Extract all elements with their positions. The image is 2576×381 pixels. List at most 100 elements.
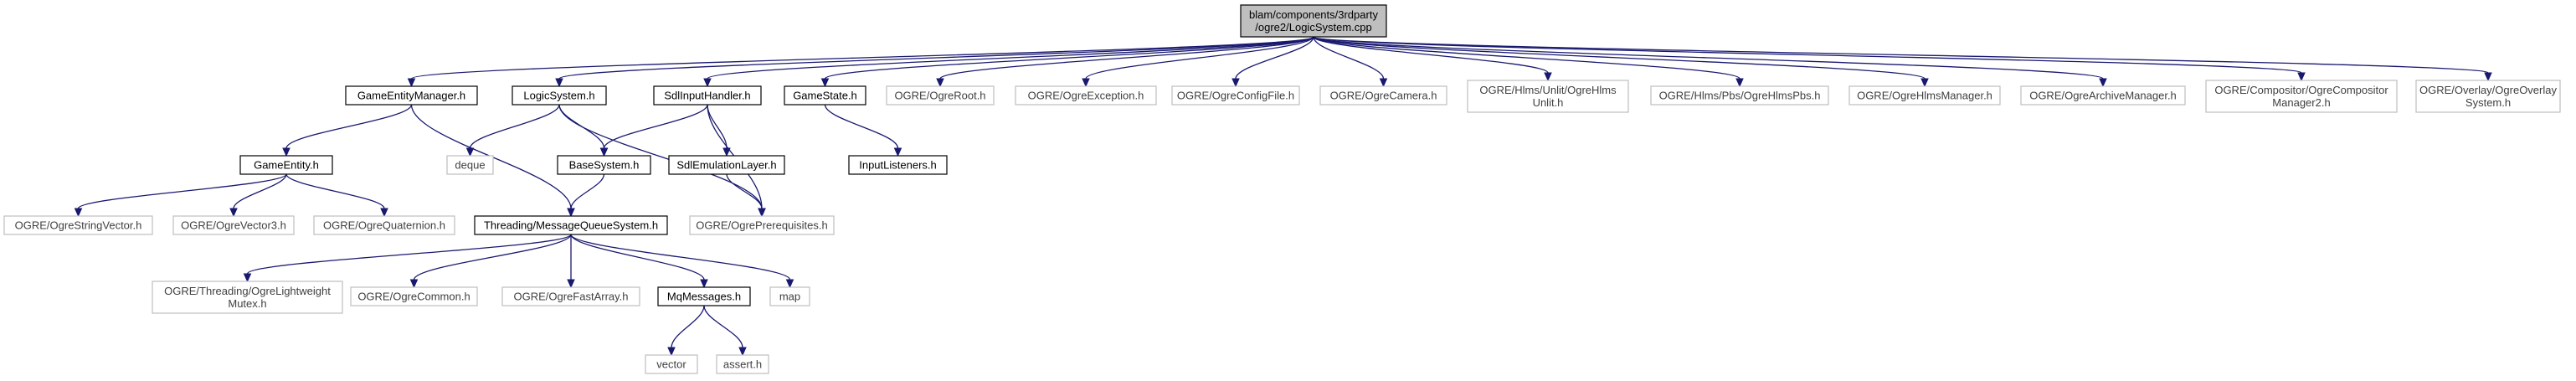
node-cam[interactable]: OGRE/OgreCamera.h (1319, 85, 1447, 106)
node-prereq[interactable]: OGRE/OgrePrerequisites.h (689, 215, 835, 235)
arrowhead-mqm-to-assert (738, 347, 747, 357)
node-vector[interactable]: vector (645, 354, 698, 374)
node-label: OGRE/Compositor/OgreCompositor (2214, 84, 2388, 96)
node-label: SdlEmulationLayer.h (676, 159, 776, 172)
edge-root-to-unlit (1313, 36, 1549, 74)
node-label: OGRE/OgreConfigFile.h (1177, 90, 1294, 102)
arrowhead-root-to-unlit (1544, 72, 1552, 82)
node-pbs[interactable]: OGRE/Hlms/Pbs/OgreHlmsPbs.h (1650, 85, 1829, 106)
edge-root-to-ovl (1313, 36, 2489, 74)
node-label: OGRE/OgreVector3.h (181, 219, 286, 232)
node-v3[interactable]: OGRE/OgreVector3.h (172, 215, 295, 235)
node-root_h[interactable]: OGRE/OgreRoot.h (886, 85, 995, 106)
edge-root-to-root_h (939, 36, 1314, 80)
node-box (668, 155, 785, 175)
edge-ls-to-prereq (558, 104, 763, 209)
node-sv[interactable]: OGRE/OgreStringVector.h (3, 215, 153, 235)
node-exc[interactable]: OGRE/OgreException.h (1015, 85, 1157, 106)
node-label: InputListeners.h (859, 159, 937, 172)
node-label: Threading/MessageQueueSystem.h (484, 219, 658, 232)
node-label: /ogre2/LogicSystem.cpp (1255, 21, 1371, 33)
node-sel[interactable]: SdlEmulationLayer.h (668, 155, 785, 175)
edge-sih-to-bs (603, 104, 708, 149)
edge-mqs-to-map (570, 234, 791, 281)
node-mqm[interactable]: MqMessages.h (657, 286, 751, 306)
node-hmgr[interactable]: OGRE/OgreHlmsManager.h (1848, 85, 2001, 106)
arrowhead-mqs-to-fa (567, 279, 575, 289)
arrowhead-ge-to-v3 (229, 208, 238, 218)
node-box (2205, 80, 2398, 113)
node-bs[interactable]: BaseSystem.h (557, 155, 651, 175)
edge-root-to-gem (410, 36, 1314, 80)
node-label: OGRE/OgreCommon.h (357, 291, 470, 303)
edge-root-to-comp (1313, 36, 2302, 74)
arrowhead-root-to-gem (407, 78, 416, 88)
edge-gem-to-ge (285, 104, 413, 149)
node-common[interactable]: OGRE/OgreCommon.h (350, 286, 478, 306)
edge-sel-to-prereq (726, 173, 763, 209)
node-label: deque (455, 159, 485, 172)
node-label: SdlInputHandler.h (664, 90, 750, 102)
node-label: OGRE/OgreCamera.h (1330, 90, 1437, 102)
node-label: GameEntity.h (254, 159, 319, 172)
arrowhead-root-to-pbs (1735, 78, 1744, 88)
edge-mqm-to-assert (703, 305, 743, 348)
node-box (1848, 85, 2001, 106)
node-box (446, 155, 494, 175)
arrowhead-root-to-sih (703, 78, 712, 88)
node-sih[interactable]: SdlInputHandler.h (653, 85, 762, 106)
node-quat[interactable]: OGRE/OgreQuaternion.h (313, 215, 455, 235)
node-deque[interactable]: deque (446, 155, 494, 175)
node-ge[interactable]: GameEntity.h (239, 155, 333, 175)
edge-root-to-gs (824, 36, 1314, 80)
node-label: OGRE/OgreHlmsManager.h (1857, 90, 1992, 102)
arrowhead-ge-to-quat (380, 208, 388, 218)
edge-root-to-arch (1313, 36, 2104, 80)
arrowhead-mqs-to-mqm (700, 279, 708, 289)
node-fa[interactable]: OGRE/OgreFastArray.h (501, 286, 640, 306)
node-cfg[interactable]: OGRE/OgreConfigFile.h (1171, 85, 1300, 106)
node-assert[interactable]: assert.h (716, 354, 769, 374)
node-il[interactable]: InputListeners.h (848, 155, 948, 175)
node-box (1015, 85, 1157, 106)
node-box (313, 215, 455, 235)
node-root[interactable]: blam/components/3rdparty/ogre2/LogicSyst… (1240, 4, 1387, 38)
node-box (1650, 85, 1829, 106)
node-box (3, 215, 153, 235)
arrowhead-mqs-to-common (409, 279, 419, 289)
node-label: BaseSystem.h (569, 159, 640, 172)
arrowhead-mqm-to-vector (667, 347, 676, 357)
node-box (239, 155, 333, 175)
node-label: OGRE/OgrePrerequisites.h (696, 219, 828, 232)
arrowhead-root-to-cfg (1231, 78, 1240, 88)
arrowhead-root-to-gs (820, 78, 830, 88)
node-mqs[interactable]: Threading/MessageQueueSystem.h (474, 215, 668, 235)
node-map[interactable]: map (769, 286, 810, 306)
node-box (645, 354, 698, 374)
arrowhead-sih-to-bs (599, 147, 609, 157)
node-ls[interactable]: LogicSystem.h (512, 85, 607, 106)
arrowhead-root-to-ls (555, 78, 563, 88)
arrowhead-root-to-arch (2099, 78, 2107, 88)
node-box (501, 286, 640, 306)
arrowhead-bs-to-mqs (567, 208, 575, 218)
arrowhead-mqs-to-lwm (243, 273, 252, 283)
node-gem[interactable]: GameEntityManager.h (345, 85, 478, 106)
arrowhead-root-to-ovl (2484, 72, 2492, 82)
arrowhead-sel-to-prereq (758, 208, 766, 218)
node-gs[interactable]: GameState.h (784, 85, 866, 106)
node-box (716, 354, 769, 374)
edges-layer (74, 36, 2492, 357)
nodes-layer: blam/components/3rdparty/ogre2/LogicSyst… (3, 4, 2561, 374)
node-arch[interactable]: OGRE/OgreArchiveManager.h (2020, 85, 2186, 106)
node-label: Manager2.h (2272, 96, 2330, 109)
edge-root-to-pbs (1313, 36, 1740, 80)
node-box (1467, 80, 1629, 113)
node-box (2415, 80, 2561, 113)
node-box (1171, 85, 1300, 106)
node-label: GameEntityManager.h (357, 90, 465, 102)
